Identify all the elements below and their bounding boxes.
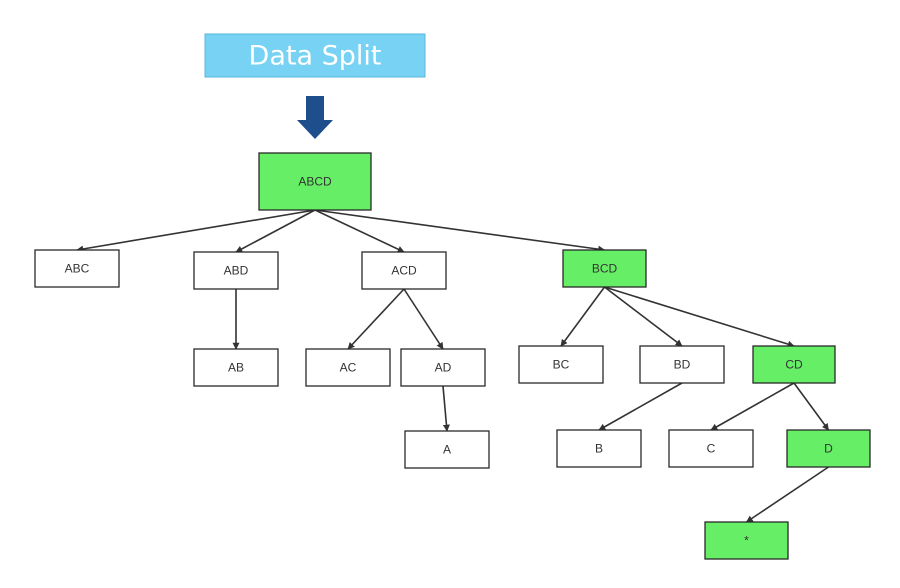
down-arrow-shape (297, 96, 333, 139)
node-box-a (404, 430, 490, 469)
edge-ad-to-a (442, 385, 450, 432)
node-bd: BD (639, 345, 725, 384)
edge-d-to-empty (745, 466, 829, 523)
node-bcd: BCD (562, 249, 647, 288)
node-label-d: D (824, 442, 833, 456)
node-label-ac: AC (340, 361, 357, 375)
node-label-b: B (595, 442, 603, 456)
node-box-empty (704, 521, 789, 560)
node-c: C (668, 429, 754, 468)
node-label-abc: ABC (65, 262, 90, 276)
node-label-abd: ABD (224, 264, 249, 278)
edge-bcd-to-bc (560, 286, 606, 347)
node-label-cd: CD (785, 358, 803, 372)
node-box-acd (361, 251, 447, 290)
node-box-cd (752, 345, 836, 384)
edge-bd-to-b (598, 382, 683, 431)
node-ad: AD (400, 348, 486, 387)
node-box-bcd (562, 249, 647, 288)
data-split-banner: Data Split (204, 33, 426, 78)
node-box-d (786, 429, 871, 468)
node-abd: ABD (193, 251, 279, 290)
edge-abcd-to-acd (314, 209, 405, 253)
node-empty: * (704, 521, 789, 560)
edge-abcd-to-bcd (314, 209, 606, 253)
node-bc: BC (518, 345, 604, 384)
edge-cd-to-c (710, 382, 795, 431)
node-abc: ABC (34, 249, 120, 288)
node-box-ac (305, 348, 391, 387)
node-b: B (556, 429, 642, 468)
node-box-c (668, 429, 754, 468)
edge-acd-to-ac (347, 288, 405, 350)
node-label-a: A (443, 443, 451, 457)
node-ab: AB (193, 348, 279, 387)
edges-layer (76, 209, 830, 523)
node-a: A (404, 430, 490, 469)
edge-acd-to-ad (403, 288, 444, 350)
node-box-abc (34, 249, 120, 288)
node-ac: AC (305, 348, 391, 387)
node-label-bd: BD (674, 358, 691, 372)
node-box-abd (193, 251, 279, 290)
node-box-ad (400, 348, 486, 387)
node-label-ab: AB (228, 361, 244, 375)
node-label-bcd: BCD (592, 262, 618, 276)
edge-abcd-to-abc (76, 209, 316, 253)
node-abcd: ABCD (258, 152, 372, 211)
node-label-abcd: ABCD (298, 175, 332, 189)
node-cd: CD (752, 345, 836, 384)
node-box-ab (193, 348, 279, 387)
down-arrow-icon (297, 96, 333, 139)
node-label-ad: AD (435, 361, 452, 375)
edge-bcd-to-bd (604, 286, 683, 347)
banner-title: Data Split (249, 41, 382, 72)
edge-bcd-to-cd (604, 286, 795, 348)
node-box-abcd (258, 152, 372, 211)
edge-abcd-to-abd (235, 209, 316, 253)
node-label-bc: BC (553, 358, 570, 372)
node-box-bd (639, 345, 725, 384)
node-d: D (786, 429, 871, 468)
node-box-bc (518, 345, 604, 384)
node-acd: ACD (361, 251, 447, 290)
edge-cd-to-d (793, 382, 830, 431)
node-label-empty: * (744, 534, 749, 548)
node-box-b (556, 429, 642, 468)
banner-box (204, 33, 426, 78)
node-label-acd: ACD (391, 264, 417, 278)
node-label-c: C (707, 442, 716, 456)
